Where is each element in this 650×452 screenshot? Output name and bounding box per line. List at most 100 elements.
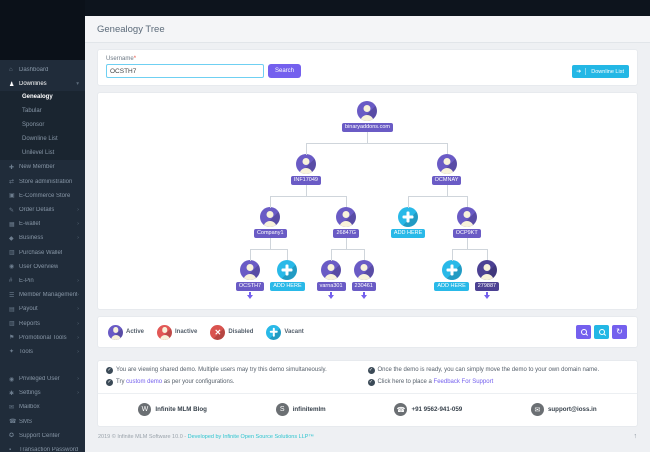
sidebar-item-order-details[interactable]: ✎ Order Details › [0, 203, 85, 217]
user-avatar-icon [295, 154, 316, 174]
reset-button[interactable]: ↻ [612, 325, 627, 339]
sidebar-item-dashboard[interactable]: ⌂Dashboard [0, 63, 85, 77]
contact-support-ioss-in[interactable]: ✉support@ioss.in [530, 403, 597, 416]
sidebar-item-promotional-tools[interactable]: ⚑Promotional Tools› [0, 331, 85, 345]
sidebar-subitem-sponsor[interactable]: Sponsor [22, 121, 45, 128]
sidebar-subitem-tabular[interactable]: Tabular [22, 108, 42, 115]
briefcase-icon: ◆ [9, 235, 14, 242]
chevron-right-icon: › [77, 320, 79, 327]
contact-91-9562-941-059[interactable]: ☎+91 9562-941-059 [394, 403, 462, 416]
tree-node[interactable]: 230461 [351, 260, 376, 299]
epin-icon: # [9, 277, 13, 284]
main-content: Genealogy Tree Username* Search ➔ Downli… [85, 16, 650, 452]
sidebar-item-mailbox[interactable]: ✉Mailbox [0, 400, 85, 414]
legend-inactive-icon [157, 324, 173, 340]
sidebar-item-business[interactable]: ◆Business› [0, 231, 85, 245]
order-icon: ✎ [9, 207, 15, 214]
tree-node-vacant[interactable]: ADD HERE [434, 260, 469, 291]
tree-node[interactable]: OCMNAY [431, 154, 462, 185]
tree-node[interactable]: OCP9KT [452, 207, 481, 238]
tree-node-label: OCSTH7 [235, 282, 265, 291]
expand-downline-arrow-icon[interactable] [247, 292, 254, 299]
tree-node[interactable]: OCSTH7 [235, 260, 265, 299]
tree-node-vacant[interactable]: ADD HERE [390, 207, 426, 238]
sidebar-item-transaction-password[interactable]: ▪ Transaction Password [0, 443, 85, 452]
sidebar-item-reports[interactable]: ▥Reports› [0, 316, 85, 330]
sidebar-item-e-pin[interactable]: #E-Pin› [0, 274, 85, 288]
tree-node[interactable]: INF17049 [290, 154, 321, 185]
sidebar-item-new-member[interactable]: ✚New Member [0, 160, 85, 174]
tree-node-vacant[interactable]: ADD HERE [270, 260, 305, 291]
expand-downline-arrow-icon[interactable] [360, 292, 367, 299]
top-navbar [0, 0, 650, 16]
sidebar-item-label: E-Pin [19, 277, 34, 284]
contact-label: infinitemlm [292, 406, 326, 413]
sidebar-item-member-management[interactable]: ☰Member Management› [0, 288, 85, 302]
privileged-user-icon: ◉ [9, 376, 15, 383]
downline-list-button[interactable]: ➔ Downline List [572, 65, 629, 78]
note-row: ✓Once the demo is ready, you can simply … [367, 366, 620, 374]
username-input[interactable] [106, 64, 264, 78]
sidebar-item-downlines[interactable]: ♟Downlines▾ [0, 77, 85, 91]
mailbox-icon: ✉ [9, 404, 15, 411]
sidebar-item-settings[interactable]: ✱Settings› [0, 386, 85, 400]
username-label: Username* [106, 56, 137, 62]
sidebar-item-payout[interactable]: ▤Payout› [0, 302, 85, 316]
zoom-in-button[interactable] [594, 325, 609, 339]
zoom-out-button[interactable] [576, 325, 591, 339]
chevron-right-icon: › [77, 207, 79, 214]
tree-node-label: ADD HERE [390, 229, 426, 238]
tree-node-label: OCMNAY [431, 176, 462, 185]
sidebar-item-label: Tools [19, 348, 34, 355]
sidebar-subitem-genealogy[interactable]: Genealogy [22, 94, 53, 101]
expand-downline-arrow-icon[interactable] [483, 292, 490, 299]
legend-item-disabled: ✕Disabled [210, 324, 253, 340]
check-icon: ✓ [106, 366, 113, 374]
legend-label: Inactive [175, 329, 198, 335]
legend-item-active: Active [108, 324, 144, 340]
sidebar-item-store-administration[interactable]: ⇄Store administration [0, 175, 85, 189]
sidebar-item-purchase-wallet[interactable]: ▥Purchase Wallet [0, 245, 85, 259]
member-management-icon: ☰ [9, 292, 15, 299]
sidebar-item-e-wallet[interactable]: ▦E-wallet› [0, 217, 85, 231]
downlines-icon: ♟ [9, 81, 15, 88]
contact-label: +91 9562-941-059 [411, 406, 463, 413]
store-admin-icon: ⇄ [9, 179, 15, 186]
note-link[interactable]: Feedback For Support [433, 379, 494, 385]
password-icon: ▪ [9, 447, 12, 452]
tree-node[interactable]: Company1 [253, 207, 287, 238]
sidebar-item-privileged-user[interactable]: ◉Privileged User› [0, 372, 85, 386]
sidebar-subitem-unilevel-list[interactable]: Unilevel List [22, 149, 55, 156]
sidebar-item-e-commerce-store[interactable]: ▣E-Commerce Store [0, 189, 85, 203]
sidebar-item-tools[interactable]: ✦Tools› [0, 345, 85, 359]
user-avatar-icon [240, 260, 261, 280]
email-icon: ✉ [530, 403, 544, 416]
sidebar-item-sms[interactable]: ☎SMS [0, 415, 85, 429]
sidebar-item-label: Reports [19, 320, 41, 327]
tools-icon: ✦ [9, 349, 15, 356]
sidebar-item-support-center[interactable]: ✪Support Center [0, 429, 85, 443]
sidebar-item-label: E-wallet [19, 221, 41, 228]
tree-node[interactable]: binaryaddons.com [342, 101, 393, 132]
search-button[interactable]: Search [268, 64, 302, 78]
note-link[interactable]: custom demo [126, 379, 163, 385]
tree-node[interactable]: 26847G [333, 207, 360, 238]
sidebar-item-label: Order Details [19, 207, 55, 214]
sidebar-item-label: Payout [19, 306, 38, 313]
developer-link[interactable]: Developed by Infinite Open Source Soluti… [187, 433, 314, 440]
tree-node[interactable]: varna301 [316, 260, 346, 299]
back-to-top-button[interactable]: ↑ [633, 433, 638, 440]
expand-downline-arrow-icon[interactable] [328, 292, 335, 299]
purchase-wallet-icon: ▥ [9, 250, 15, 257]
tree-node[interactable]: 279887 [474, 260, 500, 299]
sidebar-subitem-downline-list[interactable]: Downline List [22, 135, 58, 142]
sidebar-item-label: Transaction Password [19, 447, 79, 452]
user-overview-icon: ◉ [9, 264, 15, 271]
divider [98, 393, 637, 394]
sidebar-item-user-overview[interactable]: ◉User Overview [0, 260, 85, 274]
legend-vacant-icon [266, 324, 282, 340]
tree-node-label: varna301 [316, 282, 346, 291]
